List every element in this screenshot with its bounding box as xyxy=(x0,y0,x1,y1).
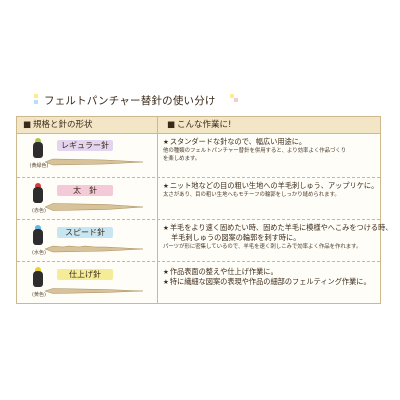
needle-label: 太 針 xyxy=(57,185,113,196)
needle-color-name: (水色) xyxy=(32,250,46,256)
needle-description: ★ニット地などの目の粗い生地への羊毛刺しゅう、アップリケに。 太さがあり、目の粗… xyxy=(163,181,379,199)
needle-color-name: (黄緑色) xyxy=(29,163,49,169)
desc-line: ★ニット地などの目の粗い生地への羊毛刺しゅう、アップリケに。 xyxy=(163,181,379,190)
square-icon-yellow-right xyxy=(230,94,234,98)
needle-handle-cap xyxy=(35,225,41,231)
star-icon: ★ xyxy=(163,268,169,276)
desc-line: ★特に繊細な図案の表現や作品の細部のフェルティング作業に。 xyxy=(163,277,371,286)
needle-row-finishing: 仕上げ針 (黄色) ★作品表面の整えや仕上げ作業に。 ★特に繊細な図案の表現や作… xyxy=(17,263,380,305)
star-icon: ★ xyxy=(163,182,169,190)
needle-label: レギュラー針 xyxy=(57,140,113,151)
needle-table: ■ 規格と針の形状 ■ こんな作業に! レギュラー針 (黄緑色) ★スタンダード… xyxy=(16,116,393,305)
desc-line: パーツが形に密集しているので、羊毛を速く刺しこみで効率よく作品を作れます。 xyxy=(163,244,362,250)
needle-color-name: (黄色) xyxy=(32,292,46,298)
header-star-icon-right: ■ xyxy=(167,120,176,130)
desc-line: 太さがあり、目の粗い生地へもモチーフの輪郭をしっかり縫められます。 xyxy=(163,192,340,198)
needle-shape-icon xyxy=(45,288,144,294)
square-icon-pink-right xyxy=(234,98,238,102)
header-left-label: 規格と針の形状 xyxy=(33,120,93,130)
needle-handle-icon xyxy=(33,142,43,158)
needle-description: ★作品表面の整えや仕上げ作業に。 ★特に繊細な図案の表現や作品の細部のフェルティ… xyxy=(163,267,375,287)
needle-label: スピード針 xyxy=(57,227,113,238)
needle-row-regular: レギュラー針 (黄緑色) ★スタンダードな針なので、幅広い用途に。 他の種類のフ… xyxy=(17,134,380,176)
needle-handle-cap xyxy=(35,267,41,273)
needle-row-speed: スピード針 (水色) ★羊毛をより速く固めたい時、固めた羊毛に模様やへこみをつけ… xyxy=(17,221,393,263)
desc-line: ★羊毛をより速く固めたい時、固めた羊毛に模様やへこみをつける時、 xyxy=(163,223,393,232)
square-icon-blue xyxy=(34,100,38,104)
needle-handle-cap xyxy=(35,138,41,144)
header-right-label: こんな作業に! xyxy=(177,120,232,130)
needle-description: ★羊毛をより速く固めたい時、固めた羊毛に模様やへこみをつける時、 羊毛刺しゅうの… xyxy=(163,223,393,251)
needle-shape-icon xyxy=(45,158,144,166)
desc-line: を楽しめます。 xyxy=(163,156,201,162)
square-icon-yellow xyxy=(34,94,38,98)
header-star-icon: ■ xyxy=(23,120,32,130)
desc-line: 他の種類のフェルトパンチャー替針を併用すると、より効率よく作品づくり xyxy=(163,148,347,154)
star-icon: ★ xyxy=(163,138,169,146)
row-divider xyxy=(17,219,380,220)
row-divider xyxy=(17,177,380,178)
row-divider xyxy=(17,261,380,262)
table-header: ■ 規格と針の形状 ■ こんな作業に! xyxy=(17,117,380,134)
needle-shape-icon xyxy=(45,245,144,253)
desc-line: ★スタンダードな針なので、幅広い用途に。 xyxy=(163,137,307,146)
star-icon: ★ xyxy=(163,224,169,232)
needle-label: 仕上げ針 xyxy=(57,269,113,280)
needle-color-name: (赤色) xyxy=(32,208,46,214)
needle-handle-icon xyxy=(33,187,43,203)
desc-line: ★作品表面の整えや仕上げ作業に。 xyxy=(163,267,278,276)
needle-handle-cap xyxy=(35,183,41,189)
needle-handle-icon xyxy=(33,271,43,287)
column-divider xyxy=(157,117,158,303)
title-row: フェルトパンチャー替針の使い分け xyxy=(34,94,374,108)
needle-shape-icon xyxy=(45,203,144,211)
needle-handle-icon xyxy=(33,229,43,245)
needle-row-thick: 太 針 (赤色) ★ニット地などの目の粗い生地への羊毛刺しゅう、アップリケに。 … xyxy=(17,179,380,221)
star-icon: ★ xyxy=(163,278,169,286)
needle-description: ★スタンダードな針なので、幅広い用途に。 他の種類のフェルトパンチャー替針を併用… xyxy=(163,137,375,163)
page-title: フェルトパンチャー替針の使い分け xyxy=(44,95,216,107)
desc-line: 羊毛刺しゅうの図案の輪郭を刺す時に。 xyxy=(171,233,301,242)
